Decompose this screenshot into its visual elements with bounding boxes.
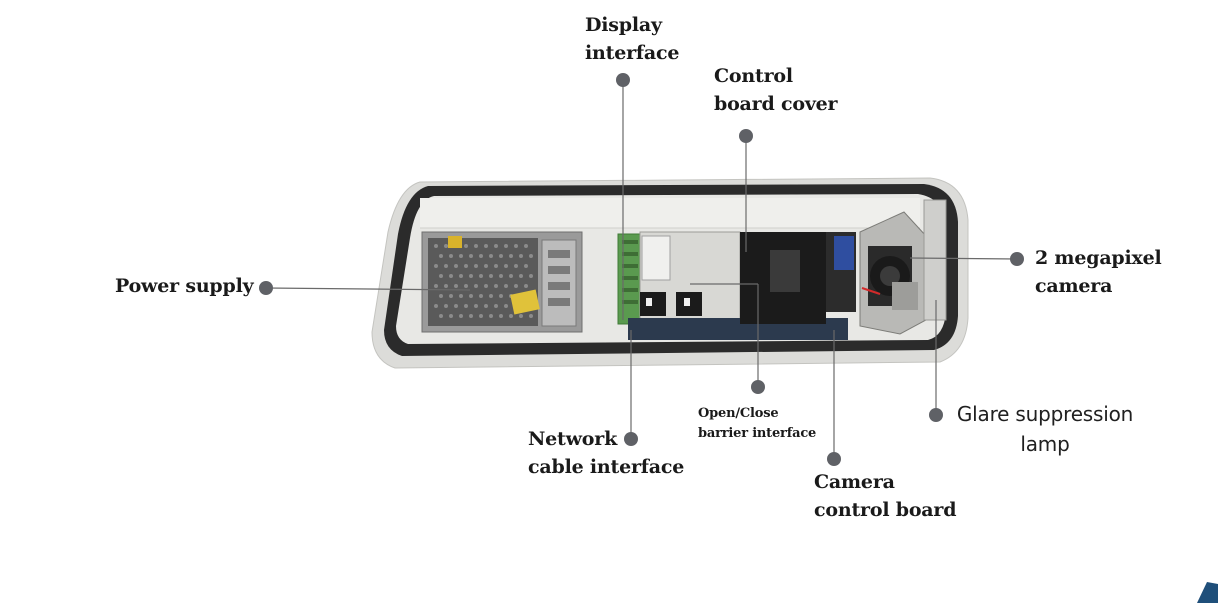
leader-dot-control-board-cover bbox=[739, 129, 753, 143]
camera-module bbox=[859, 199, 947, 335]
label-barrier-interface: Open/Close barrier interface bbox=[698, 406, 817, 441]
leader-dot-camera-control-board bbox=[827, 452, 841, 466]
leader-dot-network-interface bbox=[624, 432, 638, 446]
leader-dot-power-supply bbox=[259, 281, 273, 295]
label-glare-lamp: Glare suppression lamp bbox=[956, 402, 1134, 456]
label-network-interface: Network cable interface bbox=[528, 428, 685, 478]
label-control-board-cover: Control board cover bbox=[714, 65, 838, 115]
leader-dot-glare-lamp bbox=[929, 408, 943, 422]
leader-dot-display-interface bbox=[616, 73, 630, 87]
leader-lines bbox=[265, 80, 1018, 459]
leader-dot-barrier-interface bbox=[751, 380, 765, 394]
label-display-interface: Display interface bbox=[585, 14, 680, 64]
leader-dot-camera bbox=[1010, 252, 1024, 266]
label-camera-control-board: Camera control board bbox=[814, 471, 957, 521]
power-supply-unit bbox=[421, 231, 583, 333]
terminal-blocks bbox=[617, 233, 643, 325]
corner-triangle-icon bbox=[1197, 582, 1218, 603]
label-camera: 2 megapixel camera bbox=[1035, 247, 1162, 297]
label-power-supply: Power supply bbox=[115, 275, 254, 297]
back-wall bbox=[420, 198, 920, 228]
boards bbox=[628, 231, 856, 340]
